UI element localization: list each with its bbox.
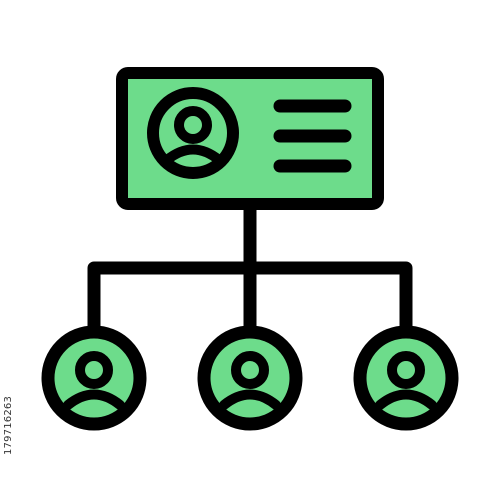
card-text-lines-icon (273, 99, 352, 173)
person-node-right (353, 325, 459, 431)
card-avatar-icon (147, 87, 239, 179)
stock-id-label: 179716263 (2, 365, 16, 485)
stock-id-text: 179716263 (3, 395, 15, 455)
connector-lines (87, 197, 413, 333)
person-node-left (41, 325, 147, 431)
person-node-center (197, 325, 303, 431)
profile-card (116, 67, 384, 210)
